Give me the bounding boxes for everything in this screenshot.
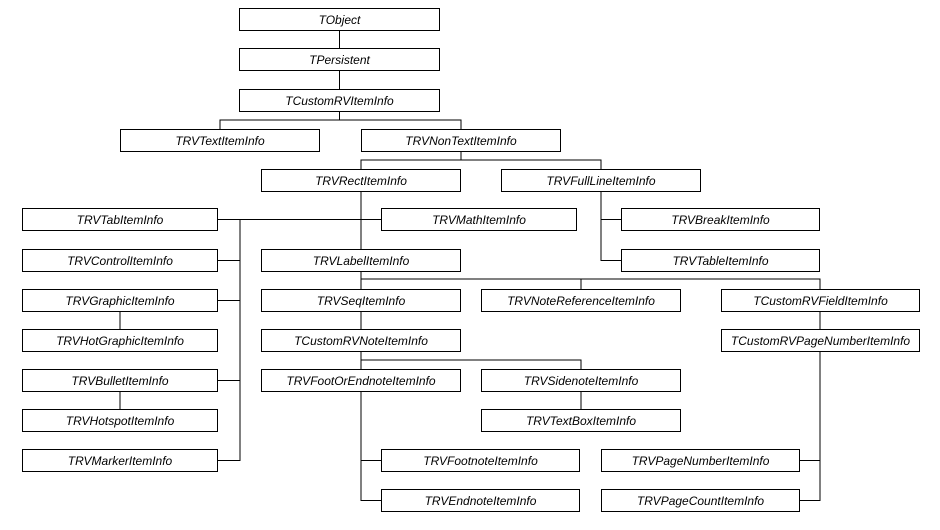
edge-trvlabelitem-to-trvnoterefitem [361, 278, 582, 289]
class-box-trvtabitem[interactable]: TRVTabItemInfo [22, 208, 218, 231]
class-box-trvmarkeritem[interactable]: TRVMarkerItemInfo [22, 449, 218, 472]
class-box-tpersistent[interactable]: TPersistent [239, 48, 440, 71]
class-box-trvgraphicitem[interactable]: TRVGraphicItemInfo [22, 289, 218, 312]
class-box-trvhotgraphicitem[interactable]: TRVHotGraphicItemInfo [22, 329, 218, 352]
class-box-trvtextboxitem[interactable]: TRVTextBoxItemInfo [481, 409, 681, 432]
edge-trvrectitem-to-trvmarkeritem [218, 219, 241, 461]
class-box-trvmathitem[interactable]: TRVMathItemInfo [381, 208, 577, 231]
class-box-trvhotspotitem[interactable]: TRVHotspotItemInfo [22, 409, 218, 432]
class-box-trvendnoteitem[interactable]: TRVEndnoteItemInfo [381, 489, 580, 512]
edge-trvlabelitem-to-tcustomrvfield [361, 278, 821, 289]
edge-tcustomrvnoteitem-to-trvsidenoteitem [361, 359, 582, 369]
edge-trvfootorendnote-to-trvendnoteitem [360, 392, 381, 501]
class-box-tcustomrvpagenum[interactable]: TCustomRVPageNumberItemInfo [721, 329, 920, 352]
edge-trvfulllineitem-to-trvtableitem [600, 192, 621, 261]
class-box-trvrectitem[interactable]: TRVRectItemInfo [261, 169, 461, 192]
edge-trvfulllineitem-to-trvbreakitem [600, 192, 621, 220]
class-box-tcustomrvitem[interactable]: TCustomRVItemInfo [239, 89, 440, 112]
edge-tcustomrvpagenum-to-trvpagenumberitem [800, 352, 821, 461]
edge-trvrectitem-to-trvcontrolitem [218, 219, 241, 261]
edge-trvnontextitem-to-trvrectitem [360, 152, 462, 169]
class-box-trvcontrolitem[interactable]: TRVControlItemInfo [22, 249, 218, 272]
class-box-trvpagecountitem[interactable]: TRVPageCountItemInfo [601, 489, 800, 512]
class-box-trvfootorendnote[interactable]: TRVFootOrEndnoteItemInfo [261, 369, 461, 392]
class-box-trvbulletitem[interactable]: TRVBulletItemInfo [22, 369, 218, 392]
class-box-trvseqitem[interactable]: TRVSeqItemInfo [261, 289, 461, 312]
class-box-trvfulllineitem[interactable]: TRVFullLineItemInfo [501, 169, 701, 192]
class-box-tcustomrvnoteitem[interactable]: TCustomRVNoteItemInfo [261, 329, 461, 352]
class-box-trvpagenumberitem[interactable]: TRVPageNumberItemInfo [601, 449, 800, 472]
edge-trvnontextitem-to-trvfulllineitem [460, 152, 602, 169]
class-box-trvnoterefitem[interactable]: TRVNoteReferenceItemInfo [481, 289, 681, 312]
edge-trvrectitem-to-trvbulletitem [218, 219, 241, 381]
edge-trvfootorendnote-to-trvfootnoteitem [360, 392, 381, 461]
class-box-tcustomrvfield[interactable]: TCustomRVFieldItemInfo [721, 289, 920, 312]
class-box-trvlabelitem[interactable]: TRVLabelItemInfo [261, 249, 461, 272]
edge-tcustomrvpagenum-to-trvpagecountitem [800, 352, 821, 501]
class-box-tobject[interactable]: TObject [239, 8, 440, 31]
class-box-trvsidenoteitem[interactable]: TRVSidenoteItemInfo [481, 369, 681, 392]
class-box-trvfootnoteitem[interactable]: TRVFootnoteItemInfo [381, 449, 580, 472]
class-box-trvtableitem[interactable]: TRVTableItemInfo [621, 249, 820, 272]
edge-tcustomrvitem-to-trvtextitem [219, 112, 340, 129]
class-box-trvnontextitem[interactable]: TRVNonTextItemInfo [361, 129, 561, 152]
class-box-trvbreakitem[interactable]: TRVBreakItemInfo [621, 208, 820, 231]
class-box-trvtextitem[interactable]: TRVTextItemInfo [120, 129, 320, 152]
edge-tcustomrvitem-to-trvnontextitem [339, 112, 462, 129]
edge-trvrectitem-to-trvgraphicitem [218, 219, 241, 301]
edge-trvrectitem-to-trvmathitem [360, 192, 381, 220]
